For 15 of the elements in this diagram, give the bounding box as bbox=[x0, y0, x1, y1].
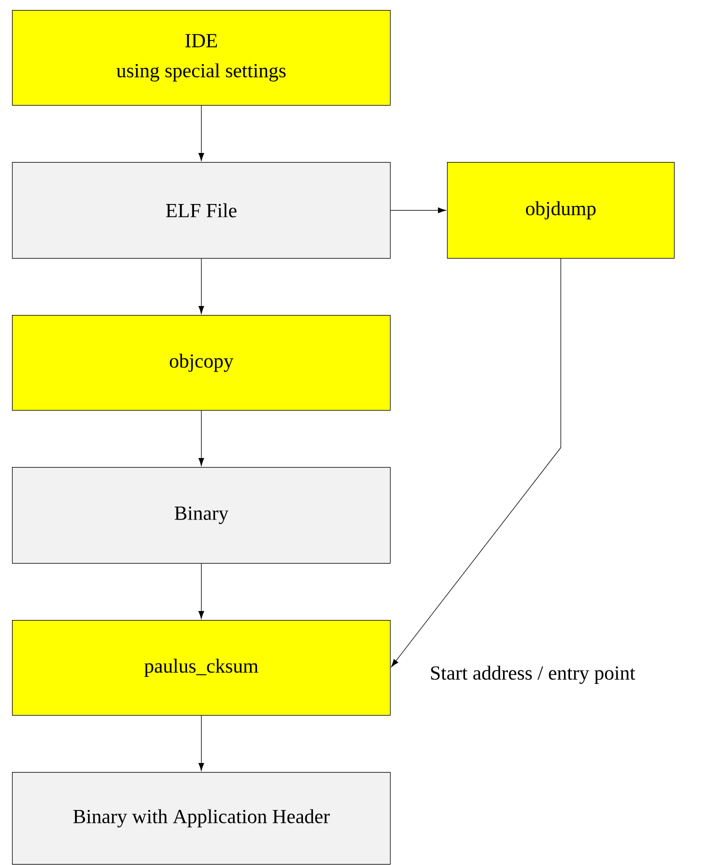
process-box: objdump bbox=[447, 162, 675, 259]
arrow bbox=[198, 563, 204, 619]
arrow bbox=[391, 258, 562, 667]
process-box: Binary bbox=[12, 467, 391, 564]
arrow bbox=[198, 715, 204, 771]
arrow bbox=[198, 258, 204, 314]
arrow bbox=[198, 105, 204, 161]
process-box: ELF File bbox=[12, 162, 391, 259]
process-box: paulus_cksum bbox=[12, 620, 391, 716]
process-box: objcopy bbox=[12, 315, 391, 411]
process-box: IDE using special settings bbox=[12, 10, 391, 106]
edge-label: Start address / entry point bbox=[428, 664, 636, 685]
arrow bbox=[198, 410, 204, 466]
arrow bbox=[390, 208, 446, 214]
process-box: Binary with Application Header bbox=[12, 772, 391, 865]
